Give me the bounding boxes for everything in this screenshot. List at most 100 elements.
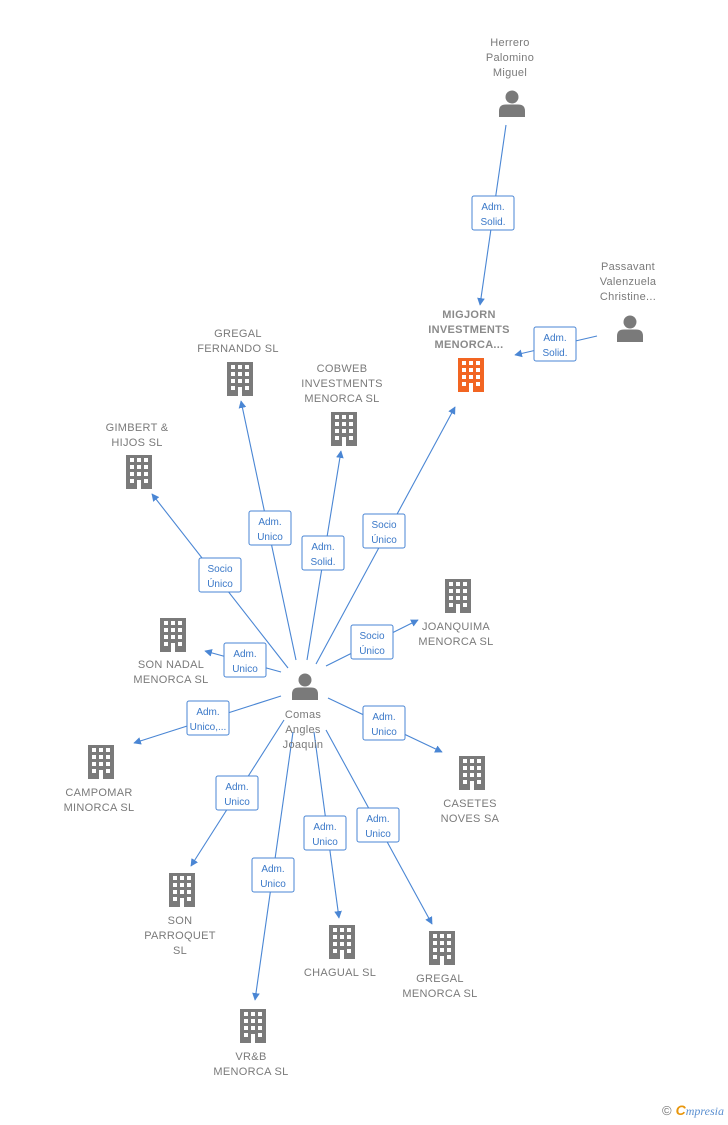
- node-label-line: SON: [168, 915, 193, 927]
- edge-label-text: Único: [359, 644, 385, 657]
- node-label-line: CHAGUAL SL: [304, 967, 376, 979]
- node-label-line: SL: [173, 945, 187, 957]
- node-label-line: INVESTMENTS: [301, 378, 383, 390]
- edge-label-box: [303, 815, 347, 851]
- edge-label-text: Adm.: [481, 202, 504, 213]
- edge-label-text: Único: [207, 577, 233, 590]
- edge-label-text: Solid.: [480, 217, 505, 228]
- node-label-line: VR&B: [235, 1051, 266, 1063]
- edge-label-box: [362, 513, 406, 549]
- building-icon: [88, 745, 114, 779]
- edge-label-comas-to-chagual[interactable]: Adm. Unico: [303, 815, 347, 851]
- edge-label-comas-to-gregal_fernando[interactable]: Adm. Unico: [248, 510, 292, 546]
- edge-label-comas-to-gregal_menorca[interactable]: Adm. Unico: [356, 807, 400, 843]
- node-label-line: MIGJORN: [442, 309, 495, 321]
- node-label-line: MENORCA SL: [213, 1066, 288, 1078]
- edge-label-box: [223, 642, 267, 678]
- edge-label-box: [248, 510, 292, 546]
- building-icon: [329, 925, 355, 959]
- edge-label-text: Solid.: [310, 557, 335, 568]
- edge-label-text: Unico: [371, 727, 397, 738]
- edge-label-text: Unico,...: [190, 722, 227, 733]
- node-label-line: MENORCA SL: [402, 988, 477, 1000]
- edge-label-comas-to-casetes[interactable]: Adm.Unico: [362, 705, 406, 741]
- building-icon: [459, 756, 485, 790]
- building-icon: [160, 618, 186, 652]
- node-label-line: CAMPOMAR: [65, 787, 132, 799]
- copyright-symbol: ©: [662, 1103, 672, 1118]
- node-label-line: MENORCA SL: [418, 636, 493, 648]
- edge-label-text: Adm.: [366, 814, 389, 825]
- person-icon: [617, 315, 643, 342]
- node-gimbert[interactable]: GIMBERT &HIJOS SL: [106, 422, 169, 489]
- edge-label-box: [362, 705, 406, 741]
- edge-label-text: Unico: [260, 879, 286, 890]
- edge-label-text: Adm.: [258, 517, 281, 528]
- building-icon: [126, 455, 152, 489]
- node-migjorn[interactable]: MIGJORNINVESTMENTSMENORCA...: [428, 309, 510, 392]
- node-vrb[interactable]: VR&B MENORCA SL: [213, 1009, 288, 1078]
- brand-logo-text: mpresia: [685, 1104, 724, 1118]
- node-label-line: MENORCA...: [435, 339, 504, 351]
- node-chagual[interactable]: CHAGUAL SL: [304, 925, 376, 979]
- person-icon: [499, 90, 525, 117]
- edge-label-comas-to-cobweb[interactable]: Adm. Solid.: [301, 535, 345, 571]
- edge-label-text: Unico: [365, 829, 391, 840]
- node-label-line: Herrero: [490, 37, 529, 49]
- edge-label-text: Unico: [312, 837, 338, 848]
- edge-label-comas-to-vrb[interactable]: Adm.Unico: [251, 857, 295, 893]
- node-label-line: Valenzuela: [600, 276, 657, 288]
- node-label-line: SON NADAL: [138, 659, 204, 671]
- edge-label-text: Unico: [232, 664, 258, 675]
- edge-label-comas-to-son_nadal[interactable]: Adm.Unico: [223, 642, 267, 678]
- edge-label-box: [350, 624, 394, 660]
- building-icon: [240, 1009, 266, 1043]
- node-passavant[interactable]: PassavantValenzuelaChristine...: [600, 261, 657, 342]
- edge-label-box: [198, 557, 242, 593]
- node-gregal_menorca[interactable]: GREGAL MENORCA SL: [402, 931, 477, 1000]
- node-label-line: PARROQUET: [144, 930, 216, 942]
- edge-label-text: Socio: [371, 520, 396, 531]
- node-label-line: GREGAL: [214, 328, 262, 340]
- edge-label-text: Adm.: [311, 542, 334, 553]
- edge-label-box: [356, 807, 400, 843]
- node-label-line: MENORCA SL: [133, 674, 208, 686]
- edge-label-box: [186, 700, 230, 736]
- edge-label-box: [301, 535, 345, 571]
- node-son_parroquet[interactable]: SON PARROQUET SL: [144, 873, 216, 957]
- edge-label-text: Socio: [359, 631, 384, 642]
- node-label-line: Miguel: [493, 67, 527, 79]
- node-label-line: Passavant: [601, 261, 655, 273]
- edge-label-text: Solid.: [542, 348, 567, 359]
- node-label-line: GREGAL: [416, 973, 464, 985]
- edge-label-passavant-to-migjorn[interactable]: Adm.Solid.: [533, 326, 577, 362]
- person-icon: [292, 673, 318, 700]
- building-icon: [331, 412, 357, 446]
- node-label-line: COBWEB: [317, 363, 368, 375]
- edge-label-herrero-to-migjorn[interactable]: Adm. Solid.: [471, 195, 515, 231]
- node-son_nadal[interactable]: SON NADAL MENORCA SL: [133, 618, 208, 686]
- edge-label-comas-to-campomar[interactable]: Adm. Unico,...: [186, 700, 230, 736]
- building-icon: [227, 362, 253, 396]
- building-icon: [458, 358, 484, 392]
- edge-label-box: [471, 195, 515, 231]
- node-label-line: Palomino: [486, 52, 534, 64]
- edge-label-comas-to-son_parroquet[interactable]: Adm.Unico: [215, 775, 259, 811]
- edge-label-text: Adm.: [313, 822, 336, 833]
- node-label-line: Christine...: [600, 291, 656, 303]
- edge-label-box: [251, 857, 295, 893]
- brand-footer: ©Cmpresia: [662, 1102, 724, 1119]
- edge-label-text: Adm.: [196, 707, 219, 718]
- edge-label-text: Unico: [257, 532, 283, 543]
